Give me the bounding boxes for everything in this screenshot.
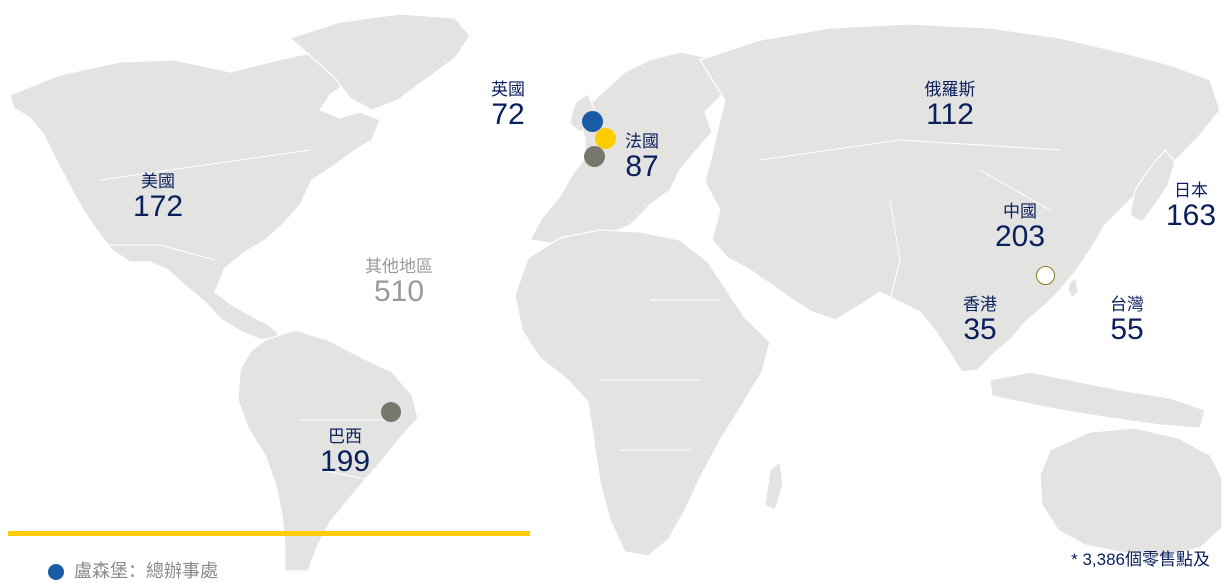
madagascar-landmass	[764, 460, 784, 511]
taiwan-landmass	[1067, 276, 1079, 300]
region-count: 55	[1110, 313, 1144, 346]
region-count: 172	[132, 190, 184, 223]
region-count: 199	[319, 445, 371, 478]
region-name: 法國	[625, 132, 659, 151]
france-marker	[595, 128, 616, 149]
region-label-usa: 美國 172	[120, 173, 196, 222]
region-name: 香港	[963, 295, 997, 314]
region-label-russia: 俄羅斯 112	[905, 81, 995, 130]
world-map	[9, 13, 1222, 571]
region-name: 英國	[491, 80, 525, 99]
region-name: 美國	[141, 172, 175, 191]
region-count: 87	[625, 150, 659, 183]
region-name: 中國	[1003, 202, 1037, 221]
region-count: 510	[373, 275, 425, 308]
greenland-landmass	[288, 13, 471, 111]
brazil-marker	[381, 402, 401, 422]
region-count: 35	[963, 313, 997, 346]
region-label-taiwan: 台灣 55	[1096, 296, 1158, 345]
hongkong-marker	[1036, 266, 1055, 285]
asia-landmass	[699, 23, 1221, 373]
footnote: * 3,386個零售點及	[1071, 550, 1210, 569]
region-label-japan: 日本 163	[1160, 182, 1222, 231]
region-count: 203	[994, 220, 1046, 253]
region-label-china: 中國 203	[982, 203, 1058, 252]
region-name: 巴西	[328, 427, 362, 446]
region-label-brazil: 巴西 199	[312, 428, 378, 477]
region-label-hongkong: 香港 35	[950, 296, 1010, 345]
country-borders	[60, 139, 1061, 481]
region-count: 163	[1165, 199, 1217, 232]
europe-gray-marker	[584, 146, 605, 167]
region-label-other: 其他地區 510	[340, 258, 458, 307]
australia-landmass	[1039, 427, 1222, 557]
region-label-france: 法國 87	[612, 133, 672, 182]
region-name: 台灣	[1110, 295, 1144, 314]
region-name: 日本	[1174, 181, 1208, 200]
region-label-uk: 英國 72	[476, 81, 540, 130]
region-name: 俄羅斯	[924, 80, 976, 99]
legend: 盧森堡：總辦事處	[48, 557, 218, 583]
region-count: 112	[926, 98, 974, 131]
region-count: 72	[491, 98, 525, 131]
legend-dot-icon	[48, 564, 64, 581]
yellow-divider	[8, 531, 530, 536]
luxembourg-hq-marker	[582, 111, 603, 132]
japan-landmass	[1129, 149, 1176, 223]
southeast-asia-islands	[989, 371, 1206, 429]
africa-landmass	[514, 229, 771, 557]
region-name: 其他地區	[365, 257, 433, 276]
legend-text: 盧森堡：總辦事處	[74, 561, 218, 581]
